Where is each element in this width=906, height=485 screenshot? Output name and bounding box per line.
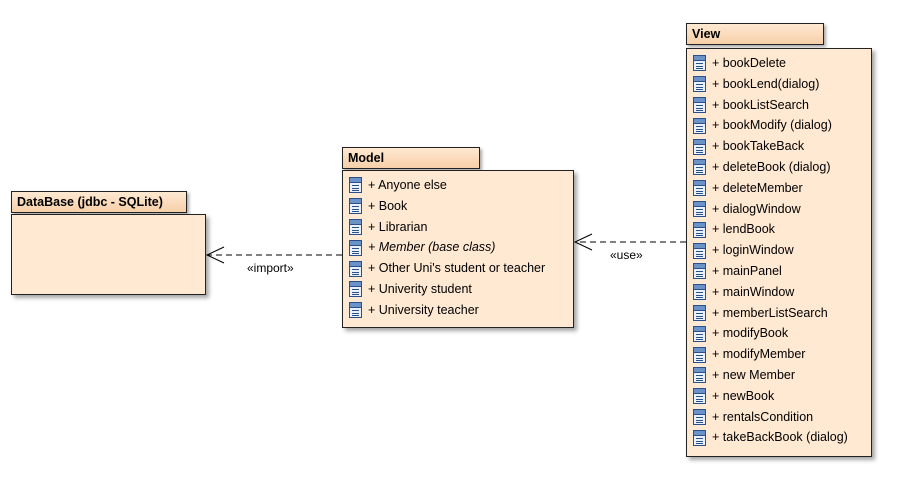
model-class-item[interactable]: + Librarian	[349, 217, 545, 238]
view-class-label: + bookLend(dialog)	[712, 76, 820, 91]
model-class-label: + Other Uni's student or teacher	[368, 261, 546, 276]
view-class-label: + modifyBook	[712, 326, 789, 341]
class-icon	[693, 263, 706, 280]
view-class-label: + mainPanel	[712, 263, 782, 278]
view-class-label: + bookModify (dialog)	[712, 118, 832, 133]
model-class-label: + University teacher	[368, 302, 479, 317]
view-class-list: + bookDelete + bookLend(dialog) + bookList…	[693, 53, 848, 448]
view-class-item[interactable]: + mainPanel	[693, 261, 848, 282]
view-class-label: + deleteMember	[712, 180, 803, 195]
class-icon	[693, 429, 706, 446]
use-dependency-connector[interactable]	[573, 233, 686, 251]
class-icon	[693, 284, 706, 301]
class-icon	[693, 408, 706, 425]
model-class-label: + Book	[368, 198, 408, 213]
class-icon	[693, 325, 706, 342]
view-class-label: + rentalsCondition	[712, 409, 814, 424]
view-class-item[interactable]: + bookModify (dialog)	[693, 115, 848, 136]
view-class-label: + dialogWindow	[712, 201, 801, 216]
view-class-item[interactable]: + dialogWindow	[693, 199, 848, 220]
package-database-body	[11, 214, 206, 295]
class-icon	[349, 302, 362, 319]
view-class-label: + newBook	[712, 388, 775, 403]
package-view[interactable]: View + bookDelete+ bookLend(dialog)+ boo…	[686, 23, 872, 458]
view-class-label: + bookDelete	[712, 56, 787, 70]
class-icon	[693, 180, 706, 197]
import-label: «import»	[247, 261, 294, 275]
class-icon	[693, 76, 706, 93]
import-dependency-connector[interactable]	[205, 246, 342, 264]
model-class-item[interactable]: + Univerity student	[349, 279, 545, 300]
view-class-item[interactable]: + takeBackBook (dialog)	[693, 427, 848, 448]
model-class-label: + Librarian	[368, 219, 428, 234]
class-icon	[349, 260, 362, 277]
view-class-item[interactable]: + deleteMember	[693, 178, 848, 199]
view-class-label: + memberListSearch	[712, 305, 828, 320]
model-class-label: + Member (base class)	[368, 240, 496, 255]
class-icon	[349, 239, 362, 256]
class-icon	[693, 388, 706, 405]
package-view-title: View	[686, 23, 824, 45]
view-class-item[interactable]: + lendBook	[693, 219, 848, 240]
view-class-label: + loginWindow	[712, 243, 794, 258]
view-class-item[interactable]: + bookListSearch	[693, 95, 848, 116]
class-icon	[693, 117, 706, 134]
class-icon	[349, 281, 362, 298]
package-model-title: Model	[342, 147, 480, 169]
view-class-label: + deleteBook (dialog)	[712, 159, 831, 174]
class-icon	[349, 198, 362, 215]
view-class-label: + bookTakeBack	[712, 139, 805, 154]
class-icon	[693, 200, 706, 217]
package-model[interactable]: Model + Anyone else + Book + Librarian + Me…	[342, 147, 575, 329]
class-icon	[693, 242, 706, 259]
view-class-item[interactable]: + newBook	[693, 386, 848, 407]
model-class-list: + Anyone else + Book + Librarian + Member (…	[349, 175, 545, 321]
class-icon	[693, 221, 706, 238]
view-class-item[interactable]: + deleteBook (dialog)	[693, 157, 848, 178]
package-view-body: + bookDelete + bookLend(dialog) + bookList…	[686, 48, 872, 457]
view-class-item[interactable]: + bookLend(dialog)	[693, 74, 848, 95]
view-class-item[interactable]: + new Member	[693, 365, 848, 386]
class-icon	[693, 159, 706, 176]
view-class-item[interactable]: + bookDelete	[693, 53, 848, 74]
view-class-label: + lendBook	[712, 222, 775, 237]
class-icon	[693, 304, 706, 321]
view-class-item[interactable]: + bookTakeBack	[693, 136, 848, 157]
package-model-body: + Anyone else + Book + Librarian + Member (…	[342, 170, 574, 328]
view-class-item[interactable]: + rentalsCondition	[693, 407, 848, 428]
view-class-item[interactable]: + memberListSearch	[693, 303, 848, 324]
class-icon	[693, 367, 706, 384]
model-class-item[interactable]: + Anyone else	[349, 175, 545, 196]
view-class-item[interactable]: + loginWindow	[693, 240, 848, 261]
view-class-label: + mainWindow	[712, 284, 795, 299]
class-icon	[693, 138, 706, 155]
view-class-label: + takeBackBook (dialog)	[712, 430, 848, 445]
model-class-item[interactable]: + Book	[349, 196, 545, 217]
model-class-label: + Anyone else	[368, 178, 447, 192]
package-database[interactable]: DataBase (jdbc - SQLite)	[11, 191, 207, 296]
view-class-item[interactable]: + modifyBook	[693, 323, 848, 344]
view-class-item[interactable]: + mainWindow	[693, 282, 848, 303]
package-database-title: DataBase (jdbc - SQLite)	[11, 191, 187, 213]
class-icon	[349, 218, 362, 235]
view-class-label: + modifyMember	[712, 347, 806, 362]
view-class-label: + bookListSearch	[712, 97, 809, 112]
class-icon	[693, 96, 706, 113]
class-icon	[693, 55, 706, 72]
use-label: «use»	[610, 248, 643, 262]
model-class-item[interactable]: + Member (base class)	[349, 237, 545, 258]
model-class-item[interactable]: + Other Uni's student or teacher	[349, 258, 545, 279]
model-class-label: + Univerity student	[368, 281, 472, 296]
view-class-label: + new Member	[712, 367, 796, 382]
class-icon	[349, 177, 362, 194]
model-class-item[interactable]: + University teacher	[349, 300, 545, 321]
class-icon	[693, 346, 706, 363]
view-class-item[interactable]: + modifyMember	[693, 344, 848, 365]
